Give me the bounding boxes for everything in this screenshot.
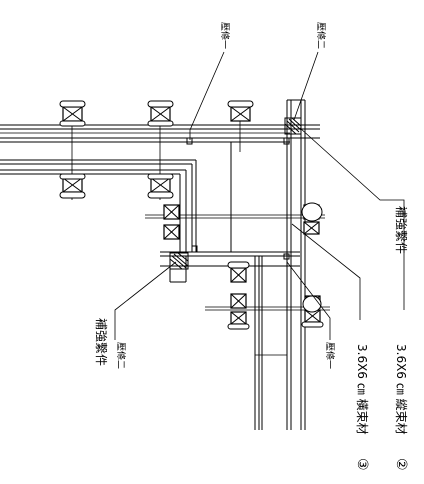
circle-number-2: ②: [393, 458, 409, 471]
bolt-caps: [59, 100, 324, 330]
left-tag-1: 壓條二: [115, 342, 127, 369]
reinforce-fastener-lower: [169, 252, 189, 270]
top-right-tag: 壓條二: [315, 22, 327, 49]
spec-longitudinal: 3.6X6 ㎝ 縱束材: [394, 344, 408, 435]
spec-transverse: 3.6X6 ㎝ 橫束材: [355, 344, 369, 435]
left-tag-2: 補強繫件: [94, 318, 109, 366]
right-tag: 補強繫件: [394, 206, 409, 254]
bolt-top-row: [62, 106, 251, 122]
top-left-tag: 壓條一: [219, 22, 231, 49]
bolt-lower-row: [230, 267, 321, 325]
leader-lines: [114, 51, 405, 340]
reinforce-fastener-upper: [284, 117, 302, 135]
bolt-second-row: [62, 177, 171, 193]
small-clamps: [186, 137, 290, 260]
vertical-members: [230, 99, 306, 430]
circle-number-3: ③: [354, 458, 370, 471]
bottom-tag: 壓條一: [324, 342, 336, 369]
bolt-mid-row: [163, 204, 320, 240]
